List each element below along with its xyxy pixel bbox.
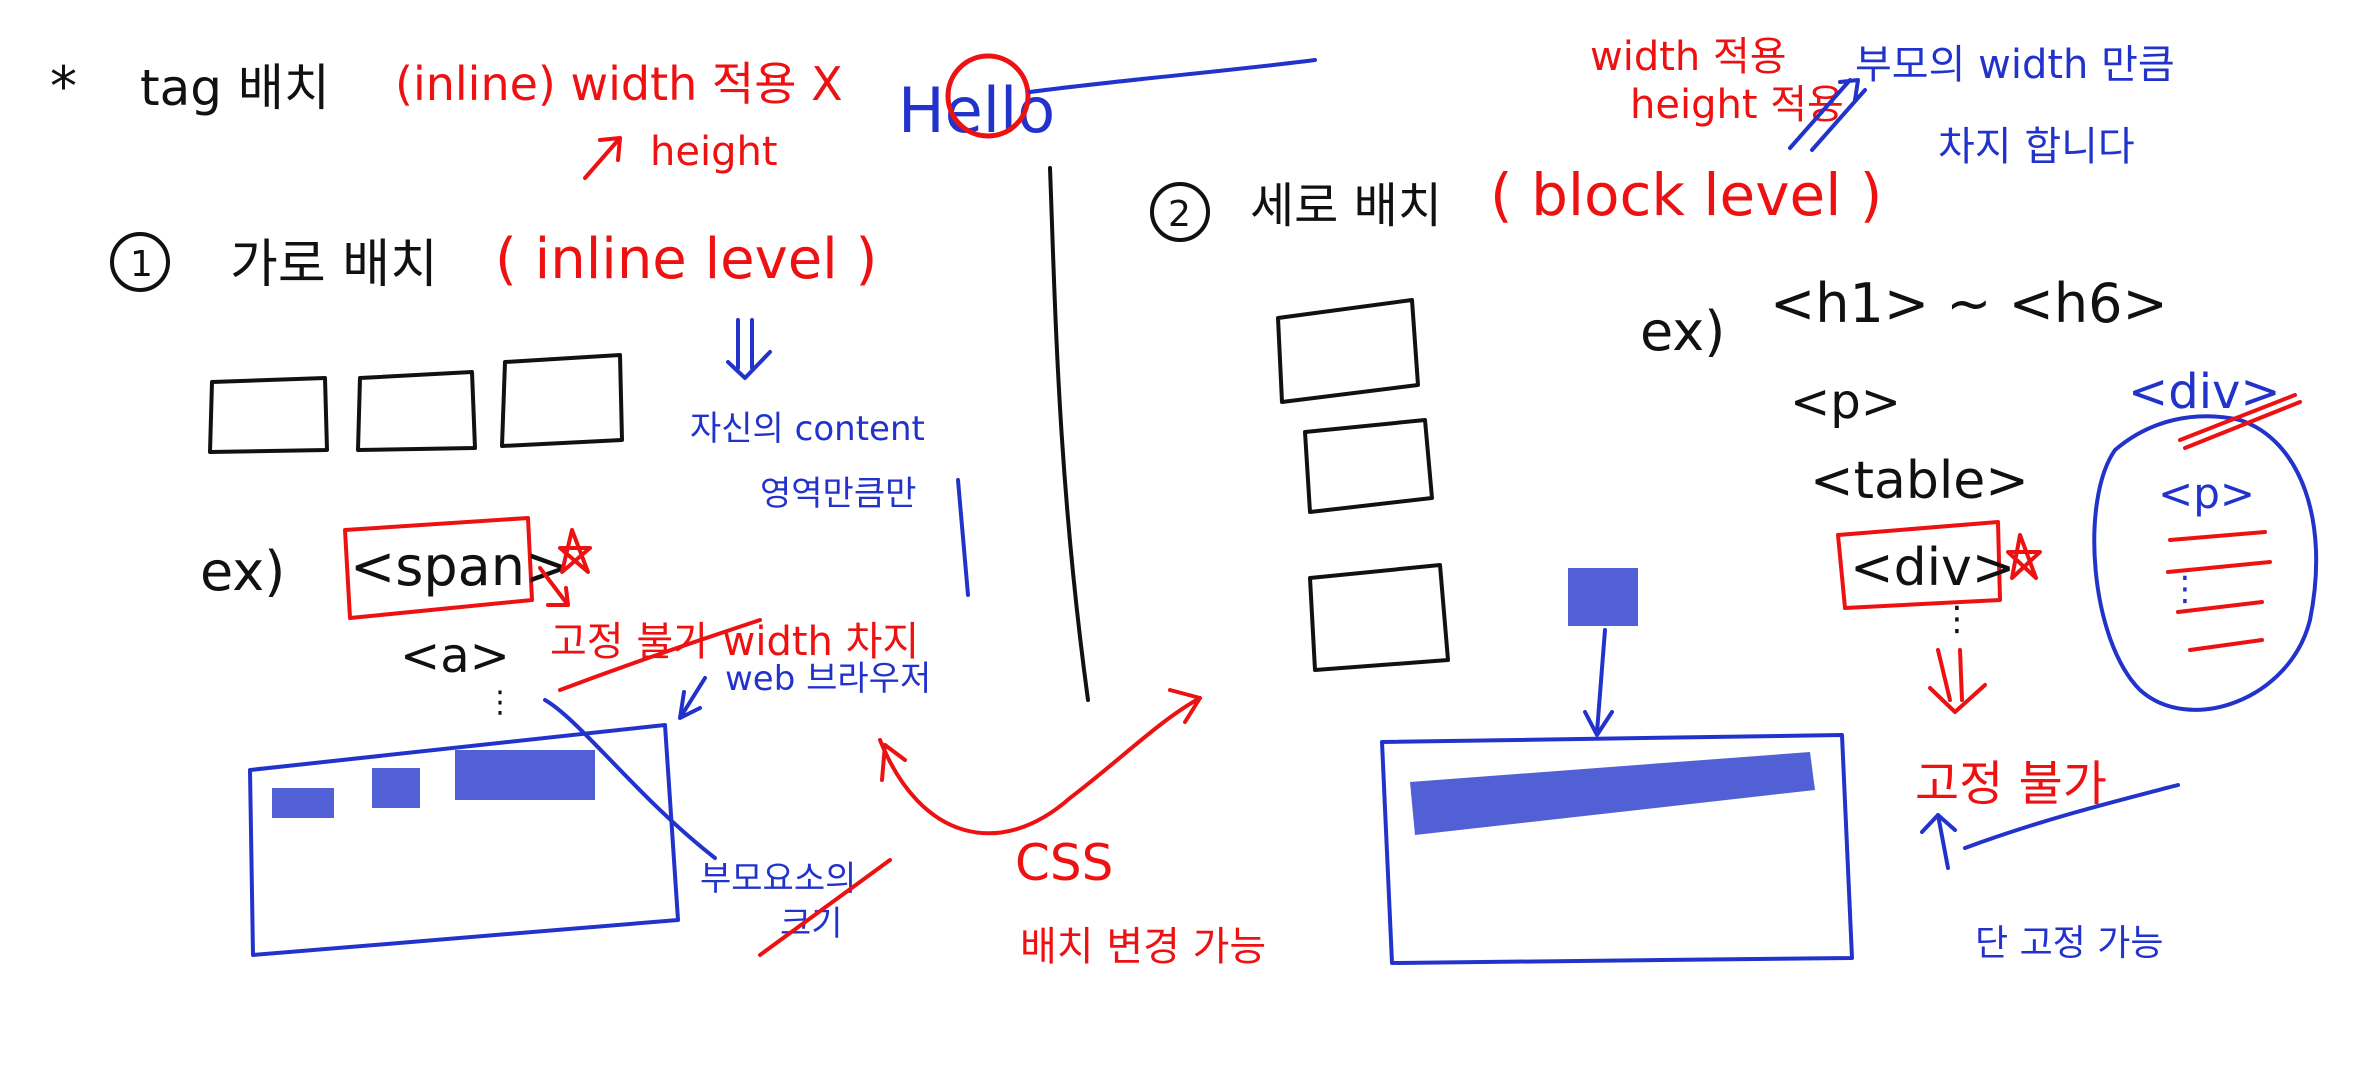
left-down-arrow (726, 318, 772, 380)
tag-p: <p> (1790, 374, 1901, 430)
browser-block-item (1410, 752, 1815, 835)
fixed-note: 고정 불가 (1915, 756, 2107, 812)
bottom-note-1: 부모요소의 (700, 859, 856, 899)
div-highlight-box (1836, 520, 2002, 610)
span-star (558, 528, 592, 574)
parent-note-1: 부모의 width 만큼 (1855, 42, 2175, 88)
left-example-prefix: ex) (200, 540, 285, 603)
tag-a-dots: ⋮ (485, 685, 515, 720)
right-number-circle (1150, 182, 1210, 242)
hello-underline (1028, 58, 1317, 94)
browser-inline-item-3 (455, 750, 595, 800)
div-circle (2092, 414, 2319, 712)
inline-box-2 (356, 370, 477, 452)
parent-note-2: 차지 합니다 (1938, 124, 2135, 170)
left-heading: 가로 배치 (230, 235, 438, 295)
left-content-note-2: 영역만큼만 (760, 474, 916, 514)
title-text: tag 배치 (140, 59, 330, 117)
tag-div-dots: ⋮ (1940, 599, 1974, 639)
hello-circle (945, 53, 1031, 139)
left-content-note-1: 자신의 content (690, 409, 925, 449)
css-note: 배치 변경 가능 (1020, 924, 1266, 970)
browser-box (248, 723, 680, 957)
bottom-note-strike (758, 858, 892, 957)
fixed-sub: 단 고정 가능 (1975, 923, 2164, 964)
browser-box-block (1380, 733, 1854, 965)
circle-div-strike (2178, 393, 2302, 450)
div-down-arrow (1928, 648, 1987, 714)
bottom-note-line (543, 698, 717, 860)
content-bracket (956, 478, 970, 597)
title-note: (inline) width 적용 X (395, 57, 843, 111)
left-number: 1 (130, 244, 153, 285)
block-sample-box (1568, 568, 1638, 626)
block-box-1 (1276, 298, 1420, 404)
css-label: CSS (1015, 834, 1113, 892)
height-arrow (583, 136, 622, 180)
fixed-sub-arrow (1920, 813, 1957, 870)
browser-inline-item-1 (272, 788, 334, 818)
circle-dots: ⋮ (2168, 569, 2202, 609)
span-arrow (538, 566, 570, 607)
section-divider (1048, 166, 1090, 702)
browser-inline-item-2 (372, 768, 420, 808)
div-star (2006, 533, 2042, 580)
title-star: * (50, 55, 77, 118)
tag-table: <table> (1810, 451, 2029, 511)
tag-a: <a> (400, 628, 510, 684)
inline-box-3 (500, 353, 624, 448)
web-note: web 브라우저 (725, 659, 931, 699)
tag-h: <h1> ~ <h6> (1770, 272, 2168, 335)
circle-p: <p> (2158, 469, 2255, 518)
right-level: ( block level ) (1490, 161, 1882, 229)
bottom-note-2: 크기 (780, 904, 843, 944)
left-number-circle (110, 232, 170, 292)
web-arrow (678, 676, 707, 720)
right-number: 2 (1168, 194, 1191, 235)
block-sample-arrow (1583, 628, 1614, 737)
right-heading: 세로 배치 (1250, 178, 1442, 234)
span-highlight-box (343, 516, 534, 620)
left-level: ( inline level ) (495, 227, 877, 292)
wh-note-2: height 적용 (1630, 82, 1844, 128)
tag-span: <span> (350, 535, 570, 598)
span-note-underline (558, 618, 762, 692)
parent-arrow (1788, 78, 1867, 152)
circle-lines (2166, 530, 2272, 652)
css-double-arrow (878, 688, 1202, 836)
title-note-height: height (650, 129, 778, 175)
inline-box-1 (208, 376, 329, 454)
block-box-2 (1303, 418, 1434, 514)
fixed-note-underline (1963, 783, 2180, 850)
wh-note-1: width 적용 (1590, 34, 1787, 80)
right-example-prefix: ex) (1640, 300, 1725, 363)
tag-div: <div> (1850, 538, 2015, 598)
block-box-3 (1308, 563, 1450, 672)
